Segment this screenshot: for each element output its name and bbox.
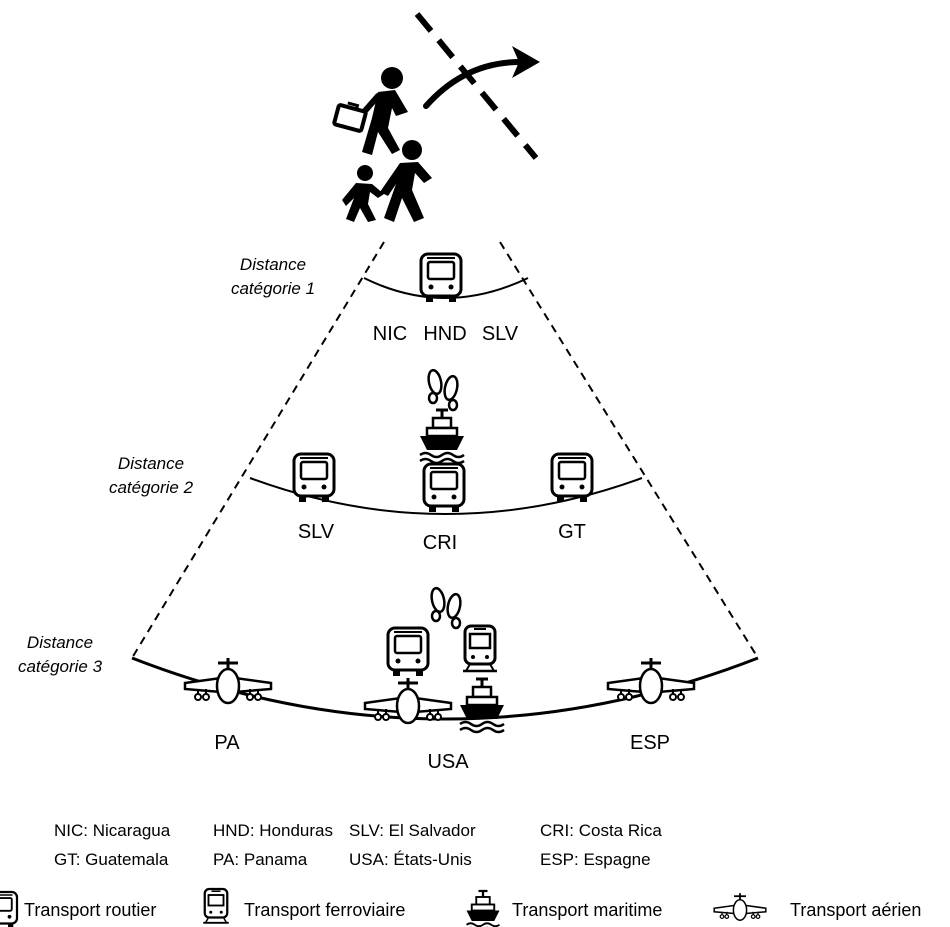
- abbr-cri: CRI: Costa Rica: [540, 821, 662, 840]
- legend-item-rail: Transport ferroviaire: [202, 887, 405, 924]
- airplane-icon: [183, 656, 273, 705]
- airplane-icon: [363, 676, 453, 725]
- ship-icon: [458, 677, 506, 734]
- legend-item-road: Transport routier: [0, 890, 156, 927]
- migrants-illustration: [332, 67, 432, 222]
- abbreviation-key: NIC: Nicaragua HND: Honduras SLV: El Sal…: [54, 821, 662, 869]
- legend-item-air: Transport aérien: [713, 892, 921, 922]
- airplane-icon: [713, 892, 767, 922]
- legend-item-maritime: Transport maritime: [465, 889, 662, 927]
- abbr-nic: NIC: Nicaragua: [54, 821, 171, 840]
- airplane-icon: [606, 656, 696, 705]
- bus-icon: [419, 252, 463, 304]
- bus-icon: [386, 626, 430, 678]
- legend-label-rail: Transport ferroviaire: [244, 900, 405, 920]
- abbr-esp: ESP: Espagne: [540, 850, 651, 869]
- country-esp: ESP: [630, 732, 670, 754]
- abbr-slv: SLV: El Salvador: [349, 821, 476, 840]
- footprints-icon: [428, 585, 464, 630]
- adult-with-briefcase-icon: [332, 67, 408, 155]
- train-icon: [461, 624, 499, 673]
- abbr-pa: PA: Panama: [213, 850, 308, 869]
- country-cri: CRI: [423, 532, 457, 554]
- abbr-usa: USA: États-Unis: [349, 850, 472, 869]
- bus-icon: [422, 462, 466, 514]
- legend-label-road: Transport routier: [24, 900, 156, 920]
- country-gt: GT: [558, 521, 586, 543]
- abbr-gt: GT: Guatemala: [54, 850, 169, 869]
- ship-icon: [418, 408, 466, 465]
- country-nic: NIC: [373, 323, 407, 345]
- country-pa: PA: [214, 732, 240, 754]
- cone-left-edge: [131, 241, 385, 659]
- country-usa: USA: [427, 751, 469, 773]
- country-hnd: HND: [423, 323, 466, 345]
- abbr-hnd: HND: Honduras: [213, 821, 333, 840]
- bus-icon: [550, 452, 594, 504]
- legend-label-air: Transport aérien: [790, 900, 921, 920]
- ship-icon: [465, 889, 501, 927]
- cone-right-edge: [499, 241, 759, 659]
- footprints-icon: [425, 367, 461, 412]
- adult-walking-icon: [380, 140, 432, 222]
- arc-category-1: [363, 277, 529, 299]
- arrow-head-icon: [512, 46, 540, 78]
- country-slv: SLV: [482, 323, 519, 345]
- transport-legend: Transport routier Transport ferroviaire …: [0, 887, 921, 927]
- bus-icon: [0, 890, 19, 927]
- legend-label-maritime: Transport maritime: [512, 900, 662, 920]
- bus-icon: [292, 452, 336, 504]
- child-walking-icon: [342, 165, 384, 222]
- country-slv: SLV: [298, 521, 335, 543]
- border-line: [414, 12, 539, 160]
- crossing-arrow: [423, 59, 523, 109]
- train-icon: [202, 887, 230, 924]
